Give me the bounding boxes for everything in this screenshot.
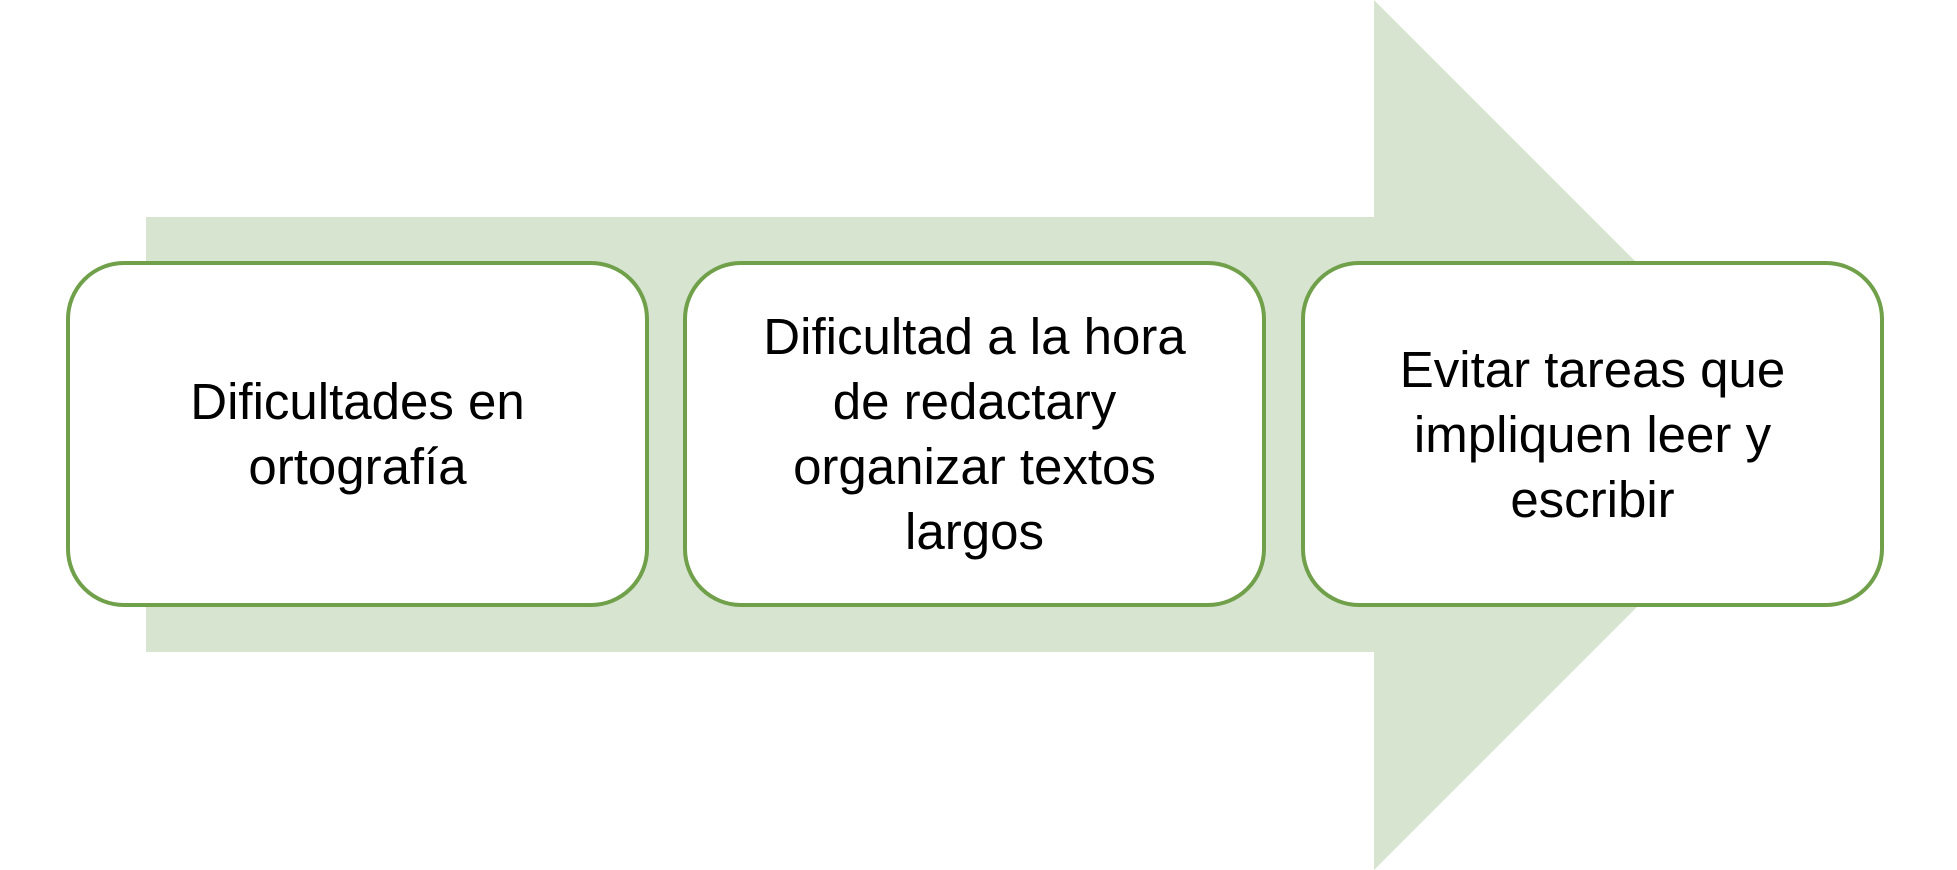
step-box-2: Dificultad a la hora de redactary organi…	[683, 261, 1266, 607]
step-box-1: Dificultades en ortografía	[66, 261, 649, 607]
step-2-text: Dificultad a la hora de redactary organi…	[763, 308, 1186, 560]
step-1-text: Dificultades en ortografía	[190, 373, 525, 495]
step-3-text: Evitar tareas que impliquen leer y escri…	[1399, 340, 1786, 528]
step-box-3: Evitar tareas que impliquen leer y escri…	[1301, 261, 1884, 607]
